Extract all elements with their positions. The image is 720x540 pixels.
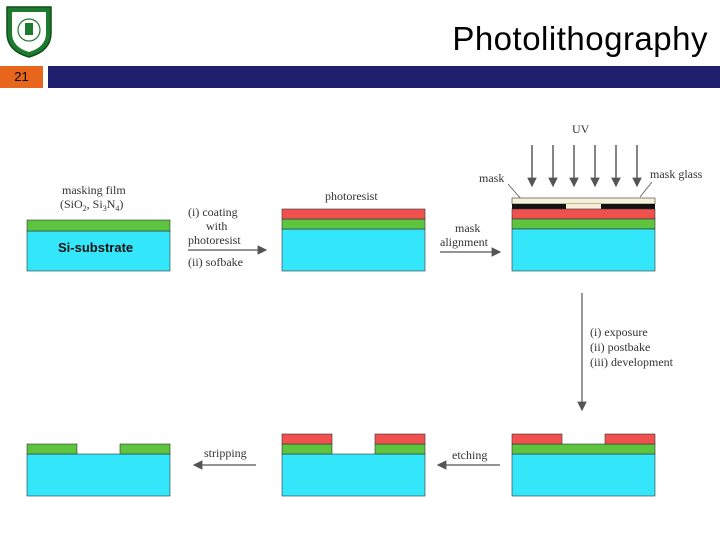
uv-arrows [527,145,642,188]
label-mask-alignment-2: alignment [440,235,489,249]
leader-mask-glass [639,181,653,198]
label-etching: etching [452,448,487,462]
stage-6-stripped [26,443,171,497]
title-bar [48,66,720,88]
university-logo [6,6,52,58]
label-si-substrate: Si-substrate [58,240,133,255]
label-uv: UV [572,122,590,136]
stage-2-coated [281,208,426,272]
label-photoresist: photoresist [325,189,378,203]
stage-5-etched [281,433,426,497]
stage-3-exposed [511,197,656,272]
stage-1-substrate [26,219,171,272]
label-masking-film-composition: (SiO2, Si3N4) [60,197,123,213]
label-postbake: (ii) postbake [590,340,650,354]
label-exposure: (i) exposure [590,325,648,339]
label-masking-film: masking film [62,183,126,197]
leader-mask [507,183,523,201]
label-development: (iii) development [590,355,674,369]
label-photoresist-step: photoresist [188,233,241,247]
label-stripping: stripping [204,446,247,460]
page-title: Photolithography [452,20,708,57]
label-mask: mask [479,171,504,185]
label-sofbake: (ii) sofbake [188,255,243,269]
stage-4-developed [511,433,656,497]
label-with: with [206,219,227,233]
label-coating: (i) coating [188,205,238,219]
label-mask-glass: mask glass [650,167,703,181]
label-mask-alignment-1: mask [455,221,480,235]
slide-number: 21 [0,66,43,88]
